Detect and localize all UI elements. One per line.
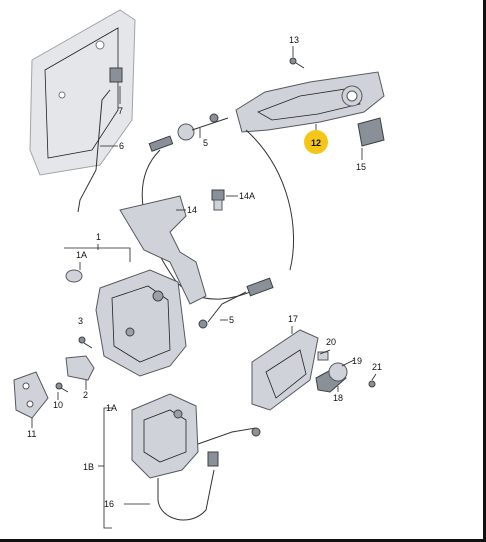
label-3: 3 [78,316,83,326]
label-1: 1 [96,232,101,242]
part-labels: 13 7 6 5 12 15 14A 14 1 1A 5 3 17 20 19 … [27,35,382,509]
door-handle-frame-part [235,71,385,133]
label-20: 20 [326,337,336,347]
label-18: 18 [333,393,343,403]
cover-2-part [65,355,95,381]
bowden-cable-5-top-part [141,113,295,300]
label-6: 6 [119,141,124,151]
label-10: 10 [53,400,63,410]
label-1a-top: 1A [76,250,87,260]
cap-1a-top-part [65,269,83,283]
connector-20-part [317,351,329,361]
leader-lines [31,86,377,529]
motor-19-part [328,362,348,382]
label-14a: 14A [239,191,255,201]
highlight-marker-12 [304,130,328,154]
label-1a-mid: 1A [106,403,117,413]
door-shell-part [29,9,136,176]
screw-13-part [289,46,305,69]
label-16: 16 [104,499,114,509]
label-14: 14 [187,205,197,215]
label-5-top: 5 [203,138,208,148]
label-13: 13 [289,35,299,45]
label-2: 2 [83,390,88,400]
label-19: 19 [352,356,362,366]
striker-plate-11-part [13,371,49,419]
screw-10-part [55,382,69,393]
label-15: 15 [356,162,366,172]
bracket-14-part [119,195,207,305]
label-17: 17 [288,314,298,324]
bowden-cable-5-mid-part [198,277,274,329]
label-21: 21 [372,362,382,372]
rod-6-part [77,67,123,213]
screw-21-part [368,380,376,388]
label-5-mid: 5 [229,315,234,325]
lock-actuator-1a-1b-part [131,393,261,479]
label-1b: 1B [83,462,94,472]
label-11: 11 [27,429,36,439]
label-12: 12 [311,138,321,148]
screw-3-part [78,336,93,349]
door-lock-1-part [95,269,187,377]
cover-cap-15-part [357,117,385,160]
label-7: 7 [118,106,123,116]
mounting-plate-17-part [251,329,319,411]
wiring-harness-16-part [157,451,219,521]
clip-14a-part [211,189,225,211]
